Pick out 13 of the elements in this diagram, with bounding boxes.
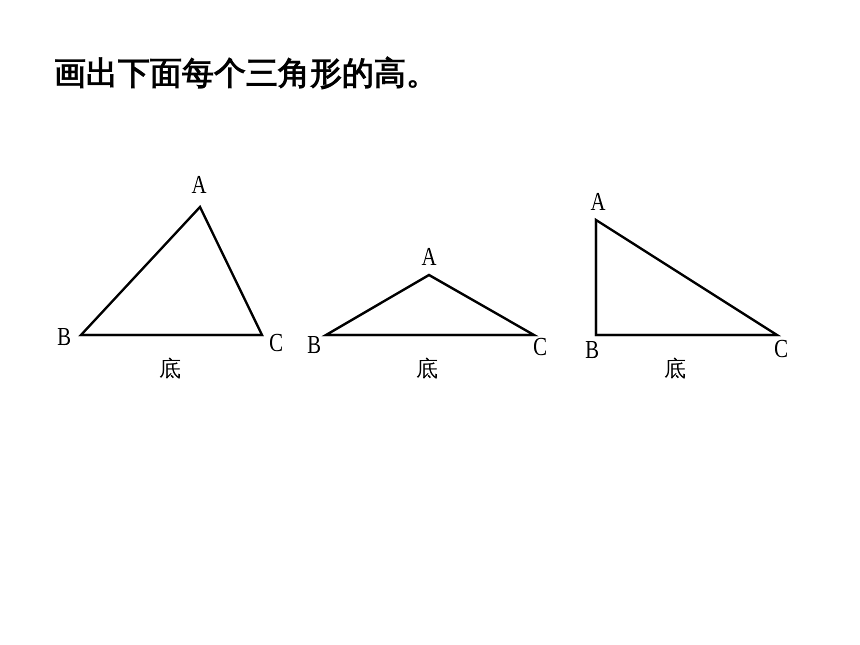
base-label: 底 xyxy=(416,359,438,381)
vertex-label: B xyxy=(585,337,599,363)
vertex-label: C xyxy=(269,330,283,356)
vertex-label: A xyxy=(421,244,436,270)
vertex-label: B xyxy=(57,324,71,350)
vertex-label: A xyxy=(590,189,606,215)
title: 画出下面每个三角形的高。 xyxy=(54,53,438,94)
vertex-label: C xyxy=(774,336,788,362)
vertex-label: A xyxy=(192,172,206,198)
base-label: 底 xyxy=(664,359,686,381)
vertex-label: B xyxy=(307,332,321,358)
base-label: 底 xyxy=(159,359,181,381)
vertex-label: C xyxy=(533,334,547,360)
